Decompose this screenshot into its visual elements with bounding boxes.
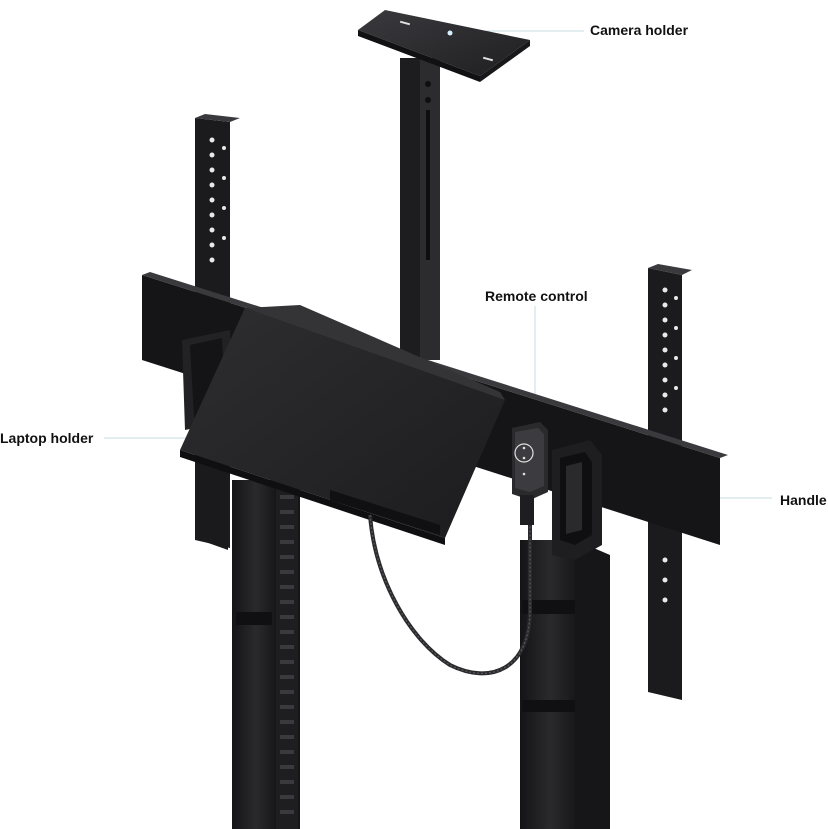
right-column: [520, 540, 610, 829]
cable-chain: [276, 486, 298, 829]
laptop-holder: [180, 305, 505, 545]
handle-label: Handle: [780, 492, 827, 508]
handle: [552, 440, 602, 560]
left-column: [232, 480, 300, 829]
remote-cable: [368, 514, 532, 676]
laptop-holder-label: Laptop holder: [0, 430, 94, 446]
remote-control-label: Remote control: [485, 288, 588, 304]
remote-control: [512, 422, 548, 525]
camera-holder-label: Camera holder: [590, 22, 689, 38]
camera-holder: [358, 10, 530, 360]
